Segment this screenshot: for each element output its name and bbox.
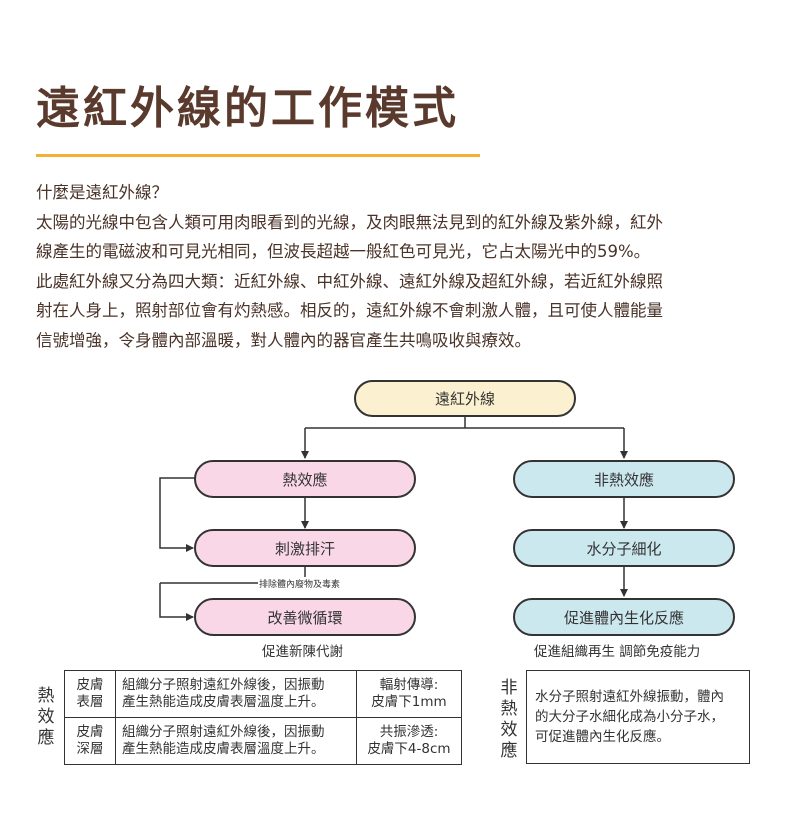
node-nonheat-effect: 非熱效應 — [513, 460, 735, 498]
table-row: 皮膚表層 組織分子照射遠紅外線後，因振動產生熱能造成皮膚表層溫度上升。 輻射傳導… — [64, 670, 462, 718]
loop-to-circulation — [159, 583, 194, 621]
mode-cell: 輻射傳導:皮膚下1mm — [356, 670, 462, 718]
node-heat-effect: 熱效應 — [194, 460, 416, 498]
node-root: 遠紅外線 — [354, 380, 576, 417]
nonheat-effect-box: 水分子照射遠紅外線振動，體內 的大分子水細化成為小分子水， 可促進體內生化反應。 — [526, 670, 750, 764]
node-water-molecule: 水分子細化 — [513, 529, 735, 567]
intro-line: 線產生的電磁波和可見光相同，但波長超越一般紅色可見光，它占太陽光中的59%。 — [36, 242, 651, 261]
intro-line: 射在人身上，照射部位會有灼熱感。相反的，遠紅外線不會刺激人體，且可使人體能量 — [36, 301, 663, 320]
desc-cell: 組織分子照射遠紅外線後，因振動產生熱能造成皮膚表層溫度上升。 — [115, 717, 357, 765]
intro-line: 太陽的光線中包含人類可用肉眼看到的光線，及肉眼無法見到的紅外線及紫外線，紅外 — [36, 212, 663, 232]
mode-cell: 共振滲透:皮膚下4-8cm — [356, 717, 462, 765]
intro-question: 什麼是遠紅外線？ — [36, 183, 168, 202]
label-nonheat-effect: 非 熱 效 應 — [500, 678, 518, 761]
caption-regeneration: 促進組織再生 調節免疫能力 — [534, 644, 701, 660]
caption-metabolism: 促進新陳代謝 — [262, 644, 343, 660]
note-toxins: 排除體內廢物及毒素 — [258, 577, 342, 590]
intro-line: 此處紅外線又分為四大類：近紅外線、中紅外線、遠紅外線及超紅外線，若近紅外線照 — [36, 271, 663, 291]
layer-cell: 皮膚表層 — [64, 670, 116, 718]
intro-line: 信號增強，令身體內部溫暖，對人體內的器官產生共鳴吸收與療效。 — [36, 330, 531, 350]
title-underline — [36, 154, 480, 157]
page-title: 遠紅外線的工作模式 — [36, 83, 459, 134]
desc-cell: 組織分子照射遠紅外線後，因振動產生熱能造成皮膚表層溫度上升。 — [115, 670, 357, 718]
loop-to-sweat — [159, 477, 195, 552]
intro-text: 什麼是遠紅外線？ 太陽的光線中包含人類可用肉眼看到的光線，及肉眼無法見到的紅外線… — [36, 178, 766, 355]
table-row: 皮膚深層 組織分子照射遠紅外線後，因振動產生熱能造成皮膚表層溫度上升。 共振滲透… — [64, 717, 462, 765]
label-heat-effect: 熱 效 應 — [37, 686, 55, 748]
layer-cell: 皮膚深層 — [64, 717, 116, 765]
node-circulation: 改善微循環 — [194, 598, 416, 636]
node-biochem: 促進體內生化反應 — [513, 598, 735, 636]
node-sweat: 刺激排汗 — [194, 529, 416, 567]
heat-effect-table: 皮膚表層 組織分子照射遠紅外線後，因振動產生熱能造成皮膚表層溫度上升。 輻射傳導… — [64, 670, 462, 765]
